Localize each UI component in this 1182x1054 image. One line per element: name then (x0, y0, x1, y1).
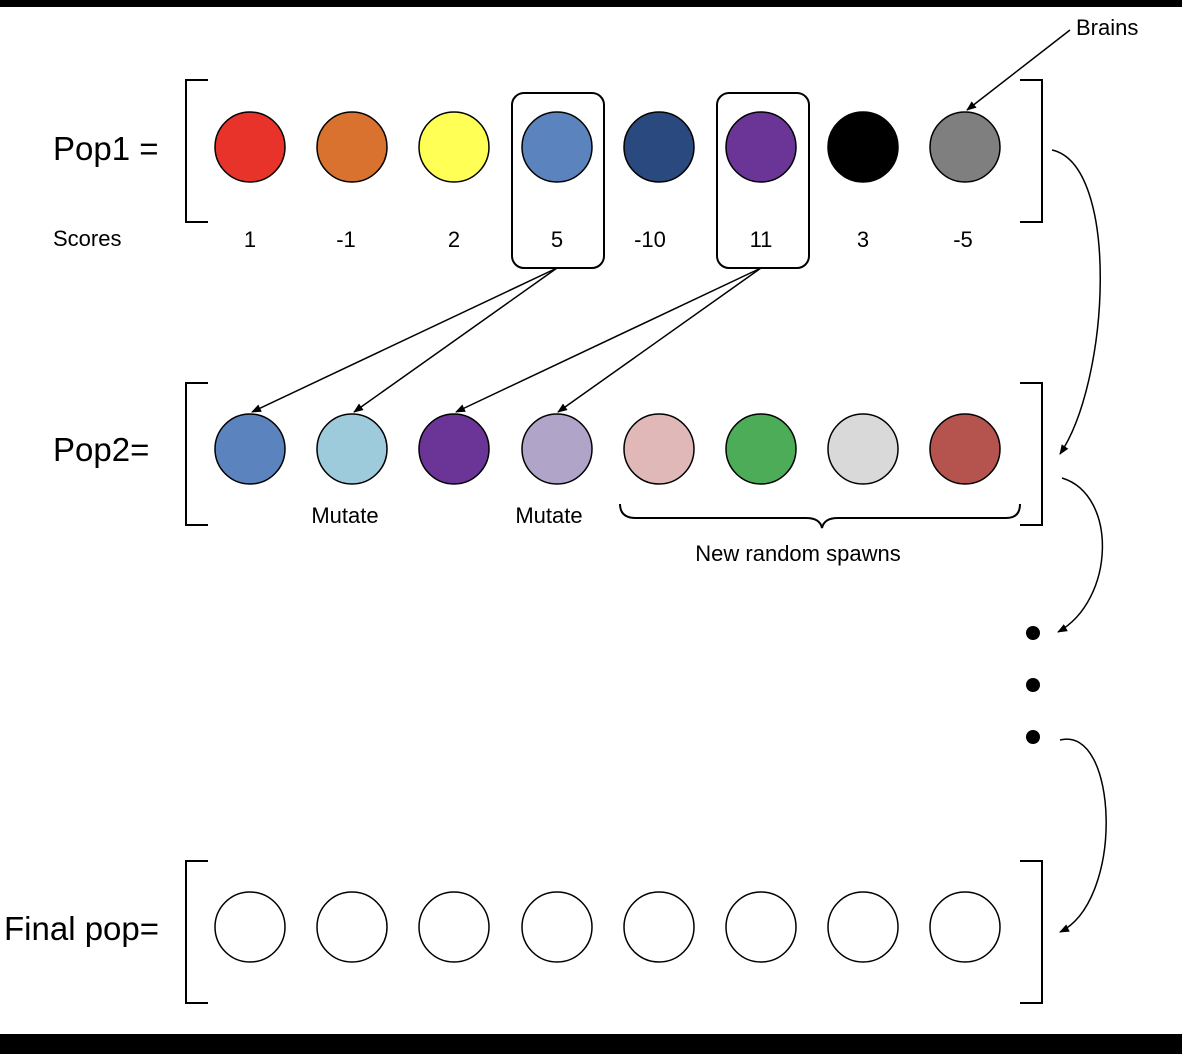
pop1-member-6 (725, 111, 797, 183)
pop2-members (214, 413, 1001, 485)
final-member-2 (316, 891, 388, 963)
pop1-scores: 1 -1 2 5 -10 11 3 -5 (244, 227, 973, 252)
final-pop-members (214, 891, 1001, 963)
arrow-5-to-pop2-member-2 (353, 267, 558, 413)
final-member-8 (929, 891, 1001, 963)
flow-arrow-pop2-to-dots (1057, 477, 1104, 633)
pop2-left-bracket (185, 382, 208, 526)
scores-label: Scores (53, 226, 121, 251)
arrow-11-to-pop2-member-4 (557, 267, 762, 413)
final-pop-label: Final pop= (4, 910, 159, 947)
pop1-member-1 (214, 111, 286, 183)
pop2-member-7 (827, 413, 899, 485)
new-random-spawns-label: New random spawns (695, 541, 900, 566)
continuation-dot-1 (1026, 626, 1040, 640)
pop2-right-bracket (1020, 382, 1043, 526)
final-member-1 (214, 891, 286, 963)
pop1-member-2 (316, 111, 388, 183)
selection-box-score-5 (511, 92, 605, 269)
pop1-left-bracket (185, 79, 208, 223)
score-5: -10 (634, 227, 666, 252)
pop2-member-5 (623, 413, 695, 485)
final-member-7 (827, 891, 899, 963)
pop2-member-8 (929, 413, 1001, 485)
pop2-member-6 (725, 413, 797, 485)
brains-arrow (966, 29, 1071, 111)
spawns-brace (619, 503, 1021, 529)
final-member-6 (725, 891, 797, 963)
arrow-5-to-pop2-member-1 (251, 267, 558, 413)
pop2-member-2 (316, 413, 388, 485)
selection-box-score-11 (716, 92, 810, 269)
flow-arrow-pop1-to-pop2 (1051, 149, 1101, 455)
final-member-4 (521, 891, 593, 963)
mutate-label-2: Mutate (515, 503, 582, 528)
continuation-dot-2 (1026, 678, 1040, 692)
pop1-members (214, 111, 1001, 183)
final-member-5 (623, 891, 695, 963)
score-4: 5 (551, 227, 563, 252)
score-7: 3 (857, 227, 869, 252)
pop1-right-bracket (1020, 79, 1043, 223)
flow-arrow-dots-to-final (1059, 738, 1107, 933)
pop2-member-1 (214, 413, 286, 485)
pop1-member-5 (623, 111, 695, 183)
arrow-11-to-pop2-member-3 (455, 267, 762, 413)
final-member-3 (418, 891, 490, 963)
score-1: 1 (244, 227, 256, 252)
pop1-member-7 (827, 111, 899, 183)
final-right-bracket (1020, 860, 1043, 1004)
diagram-background (0, 7, 1182, 1034)
final-left-bracket (185, 860, 208, 1004)
selection-arrows (251, 267, 762, 413)
pop1-member-3 (418, 111, 490, 183)
pop2-member-4 (521, 413, 593, 485)
pop1-member-8 (929, 111, 1001, 183)
score-6: 11 (750, 227, 773, 252)
pop2-label: Pop2= (53, 431, 149, 468)
continuation-dot-3 (1026, 730, 1040, 744)
pop2-member-3 (418, 413, 490, 485)
pop1-member-4 (521, 111, 593, 183)
score-2: -1 (336, 227, 356, 252)
pop1-label: Pop1 = (53, 130, 159, 167)
brains-label: Brains (1076, 15, 1138, 40)
mutate-label-1: Mutate (311, 503, 378, 528)
score-8: -5 (953, 227, 973, 252)
score-3: 2 (448, 227, 460, 252)
